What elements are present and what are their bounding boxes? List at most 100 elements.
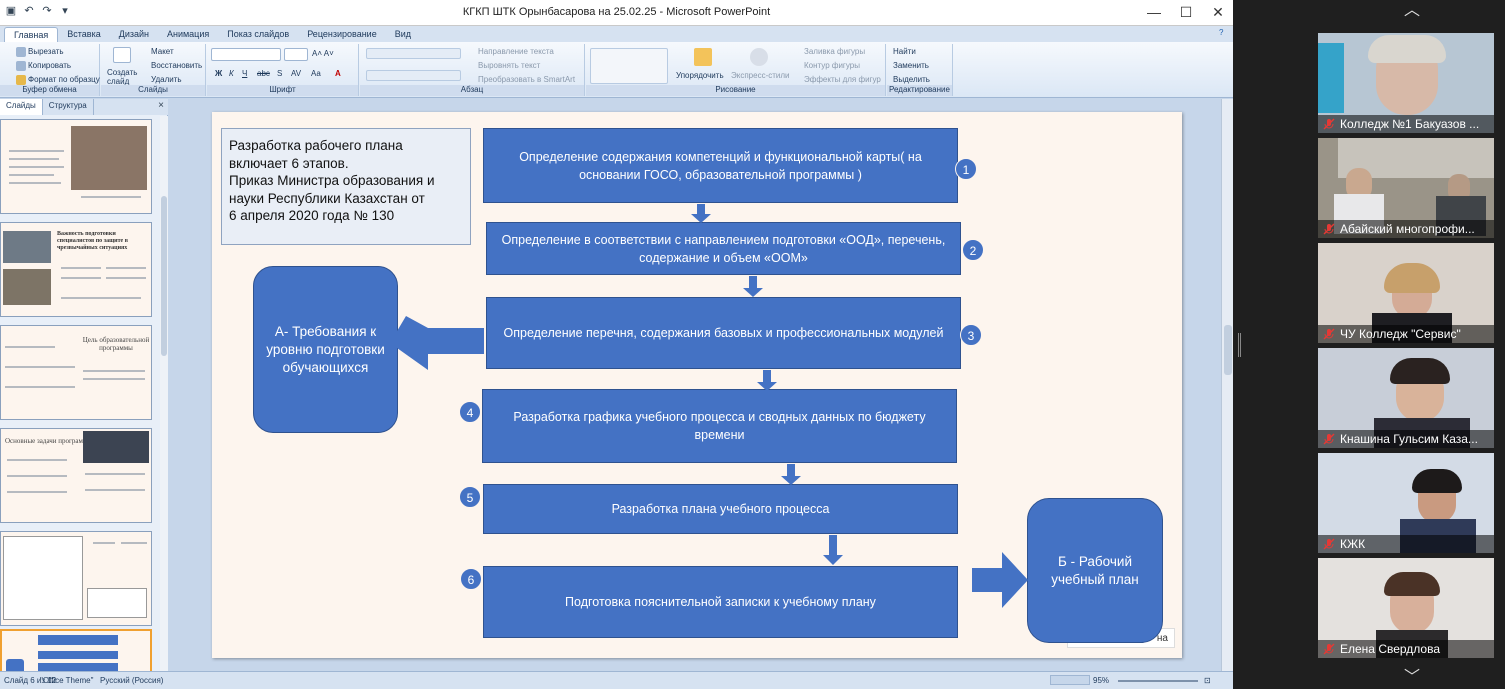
list-buttons[interactable] bbox=[366, 48, 461, 59]
group-paragraph: Направление текста Выровнять текст Преоб… bbox=[360, 44, 585, 96]
mic-muted-icon bbox=[1323, 433, 1335, 445]
language-indicator: Русский (Россия) bbox=[100, 676, 163, 685]
resize-grip[interactable] bbox=[1238, 333, 1241, 357]
down-arrow bbox=[781, 464, 801, 485]
copy-button[interactable]: Копировать bbox=[28, 61, 71, 70]
grow-font-icon[interactable]: A˄ A˅ bbox=[312, 49, 334, 58]
thumb-building-image bbox=[71, 126, 147, 190]
align-text-button[interactable]: Выровнять текст bbox=[478, 61, 540, 70]
thumb-title: Основные задачи программы bbox=[5, 437, 92, 445]
font-name-input[interactable] bbox=[211, 48, 281, 61]
participant-tile[interactable]: Елена Свердлова bbox=[1318, 558, 1494, 658]
down-arrow bbox=[823, 535, 843, 565]
copy-icon bbox=[16, 61, 26, 71]
close-panel-icon[interactable]: × bbox=[158, 100, 164, 111]
group-clipboard: Вырезать Копировать Формат по образцу Бу… bbox=[0, 44, 100, 96]
thumb-step-box bbox=[38, 651, 118, 659]
tab-review[interactable]: Рецензирование bbox=[298, 27, 386, 42]
minimize-button[interactable]: — bbox=[1145, 3, 1163, 21]
slides-panel: Слайды Структура × Важность подготовки с… bbox=[0, 99, 168, 671]
thumb-table bbox=[87, 588, 147, 618]
find-button[interactable]: Найти bbox=[893, 47, 916, 56]
quick-styles-button[interactable]: Экспресс-стили bbox=[731, 71, 790, 80]
title-bar: ▣ ↶ ↷ ▾ КГКП ШТК Орынбасарова на 25.02.2… bbox=[0, 0, 1233, 26]
layout-button[interactable]: Макет bbox=[151, 47, 174, 56]
font-size-input[interactable] bbox=[284, 48, 308, 61]
arrange-button[interactable]: Упорядочить bbox=[676, 71, 724, 80]
slide-thumbnail-5[interactable] bbox=[0, 531, 152, 626]
slide-thumbnail-4[interactable]: Основные задачи программы bbox=[0, 428, 152, 523]
view-buttons[interactable] bbox=[1050, 675, 1090, 685]
tab-outline-panel[interactable]: Структура bbox=[43, 99, 94, 115]
reset-button[interactable]: Восстановить bbox=[151, 61, 202, 70]
mic-muted-icon bbox=[1323, 328, 1335, 340]
tab-home[interactable]: Главная bbox=[4, 27, 58, 42]
group-label-editing: Редактирование bbox=[887, 85, 952, 96]
shadow-button[interactable]: S bbox=[277, 69, 282, 78]
maximize-button[interactable]: ☐ bbox=[1177, 3, 1195, 21]
participant-tile[interactable]: Кнашина Гульсим Каза... bbox=[1318, 348, 1494, 448]
cut-button[interactable]: Вырезать bbox=[28, 47, 64, 56]
slide-scrollbar[interactable] bbox=[1221, 99, 1233, 671]
shape-outline-button[interactable]: Контур фигуры bbox=[804, 61, 860, 70]
close-button[interactable]: ✕ bbox=[1209, 3, 1227, 21]
participants-panel: ︿ Колледж №1 Бакуазов ... Абайский много… bbox=[1318, 0, 1505, 689]
spacing-button[interactable]: AV bbox=[291, 69, 301, 78]
tab-design[interactable]: Дизайн bbox=[110, 27, 158, 42]
bold-button[interactable]: Ж bbox=[215, 69, 222, 78]
smartart-button[interactable]: Преобразовать в SmartArt bbox=[478, 75, 575, 84]
group-label-drawing: Рисование bbox=[586, 85, 885, 96]
italic-button[interactable]: К bbox=[229, 69, 234, 78]
left-arrow bbox=[390, 316, 484, 370]
select-button[interactable]: Выделить bbox=[893, 75, 930, 84]
participant-tile[interactable]: ЧУ Колледж "Сервис" bbox=[1318, 243, 1494, 343]
scroll-down-icon[interactable]: ﹀ bbox=[1388, 667, 1436, 689]
tab-animation[interactable]: Анимация bbox=[158, 27, 218, 42]
participant-tile[interactable]: Колледж №1 Бакуазов ... bbox=[1318, 33, 1494, 133]
tab-slideshow[interactable]: Показ слайдов bbox=[218, 27, 298, 42]
format-painter-icon bbox=[16, 75, 26, 85]
group-editing: Найти Заменить Выделить Редактирование bbox=[887, 44, 953, 96]
scroll-up-icon[interactable]: ︿ bbox=[1388, 0, 1436, 22]
new-slide-button[interactable]: Создать слайд bbox=[107, 68, 139, 86]
tab-view[interactable]: Вид bbox=[386, 27, 420, 42]
panel-scrollbar[interactable] bbox=[160, 116, 168, 671]
text-direction-button[interactable]: Направление текста bbox=[478, 47, 554, 56]
thumb-photo bbox=[3, 231, 51, 263]
thumb-step-box bbox=[38, 663, 118, 671]
help-icon[interactable]: ? bbox=[1219, 28, 1223, 37]
shape-effects-button[interactable]: Эффекты для фигур bbox=[804, 75, 881, 84]
case-button[interactable]: Aa bbox=[311, 69, 321, 78]
tab-insert[interactable]: Вставка bbox=[58, 27, 109, 42]
thumb-title: Важность подготовки специалистов по защи… bbox=[57, 231, 147, 252]
delete-slide-button[interactable]: Удалить bbox=[151, 75, 182, 84]
thumb-photo bbox=[83, 431, 149, 463]
participant-tile[interactable]: КЖК bbox=[1318, 453, 1494, 553]
slide-thumbnail-6[interactable] bbox=[0, 629, 152, 675]
slide-thumbnail-3[interactable]: Цель образовательной программы bbox=[0, 325, 152, 420]
zoom-slider[interactable] bbox=[1118, 680, 1198, 682]
tab-slides-panel[interactable]: Слайды bbox=[0, 99, 43, 115]
participant-name: Кнашина Гульсим Каза... bbox=[1318, 430, 1494, 448]
cut-icon bbox=[16, 47, 26, 57]
fit-window-icon[interactable]: ⊡ bbox=[1204, 676, 1211, 685]
group-drawing: Упорядочить Экспресс-стили Заливка фигур… bbox=[586, 44, 886, 96]
down-arrow bbox=[691, 204, 711, 223]
align-buttons[interactable] bbox=[366, 70, 461, 81]
slide-thumbnail-2[interactable]: Важность подготовки специалистов по защи… bbox=[0, 222, 152, 317]
shape-fill-button[interactable]: Заливка фигуры bbox=[804, 47, 865, 56]
strike-button[interactable]: abc bbox=[257, 69, 270, 78]
status-bar: Слайд 6 из 12 "Office Theme" Русский (Ро… bbox=[0, 671, 1233, 689]
format-painter-button[interactable]: Формат по образцу bbox=[28, 75, 100, 84]
mic-muted-icon bbox=[1323, 643, 1335, 655]
participant-tile[interactable]: Абайский многопрофи... bbox=[1318, 138, 1494, 238]
replace-button[interactable]: Заменить bbox=[893, 61, 929, 70]
group-label-paragraph: Абзац bbox=[360, 85, 584, 96]
shapes-gallery[interactable] bbox=[590, 48, 668, 84]
underline-button[interactable]: Ч bbox=[242, 69, 247, 78]
slide-thumbnail-1[interactable] bbox=[0, 119, 152, 214]
split-divider bbox=[1233, 0, 1318, 689]
font-color-button[interactable]: A bbox=[335, 69, 341, 78]
quick-styles-icon bbox=[750, 48, 768, 66]
zoom-level: 95% bbox=[1093, 676, 1109, 685]
